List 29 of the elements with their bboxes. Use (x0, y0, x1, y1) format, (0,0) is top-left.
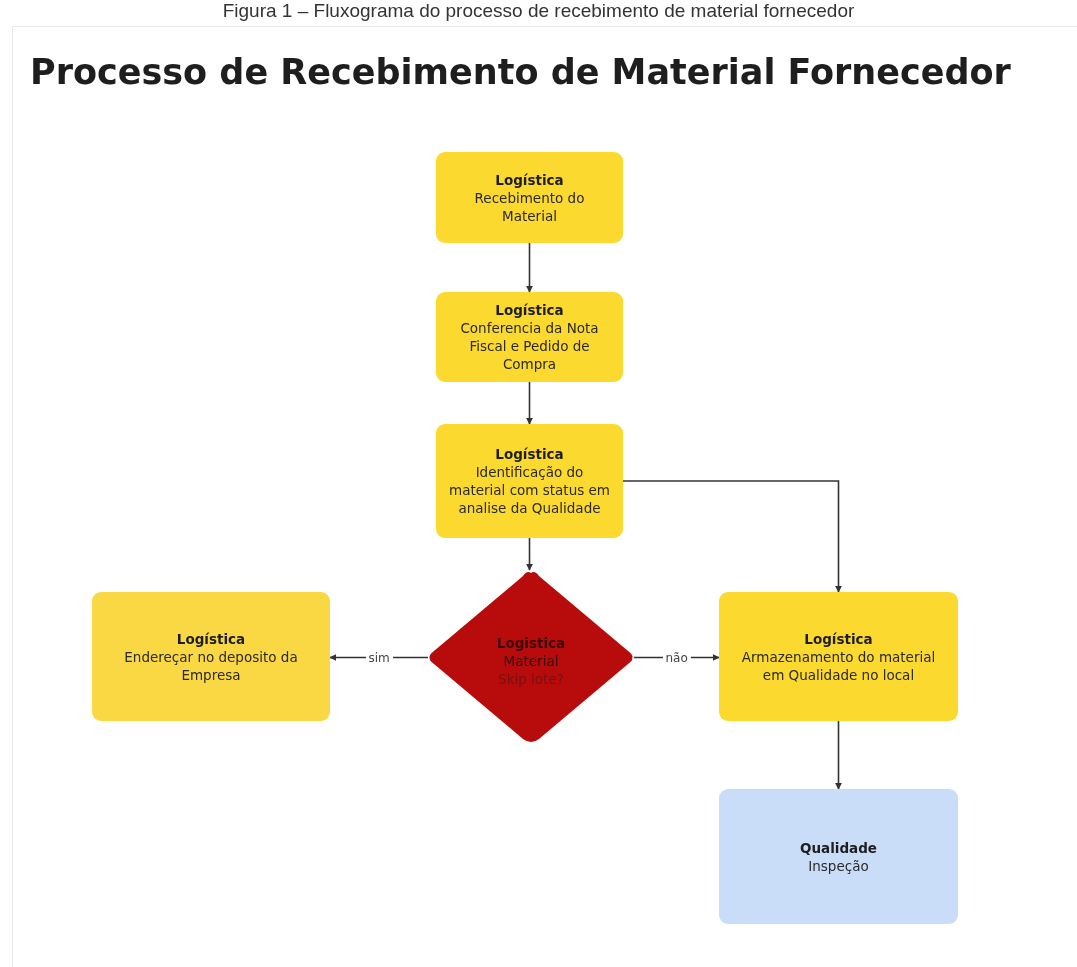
arrow (526, 381, 533, 425)
arrow (526, 537, 533, 571)
node-heading: Logística (176, 629, 246, 648)
node-text: Inspeção (808, 856, 869, 875)
decision-diamond (428, 570, 634, 745)
node-text: Recebimento do Material (473, 188, 586, 225)
node-text: Material (503, 651, 559, 670)
figure-caption: Figura 1 – Fluxograma do processo de recebimento de material fornecedor (221, 0, 856, 22)
arrow (622, 480, 842, 593)
node-heading: Logística (495, 301, 564, 319)
node-heading: Logística (804, 629, 873, 648)
node-heading: Qualidade (799, 838, 877, 857)
process-box (436, 292, 623, 382)
node-heading: Logistica (496, 633, 566, 652)
diagram-title: Processo de Recebimento de Material Fornecedor (30, 52, 1011, 92)
node-text: Identificação do material com status em analise da Qualidade (448, 463, 611, 517)
process-box (719, 592, 958, 721)
process-box (719, 789, 958, 924)
node-text: Conferencia da Nota Fiscal e Pedido de Compra (459, 319, 600, 373)
arrow (526, 242, 533, 293)
process-box (436, 152, 623, 243)
node-heading: Logística (495, 170, 564, 189)
process-box (92, 592, 330, 721)
node-text: Armazenamento do material em Qualidade no local (740, 647, 937, 684)
node-text: Endereçar no deposito da Empresa (123, 647, 299, 684)
node-heading: Logística (495, 445, 564, 463)
node-text: Skip lote? (498, 669, 564, 688)
process-box (436, 424, 623, 538)
arrow (835, 720, 842, 790)
